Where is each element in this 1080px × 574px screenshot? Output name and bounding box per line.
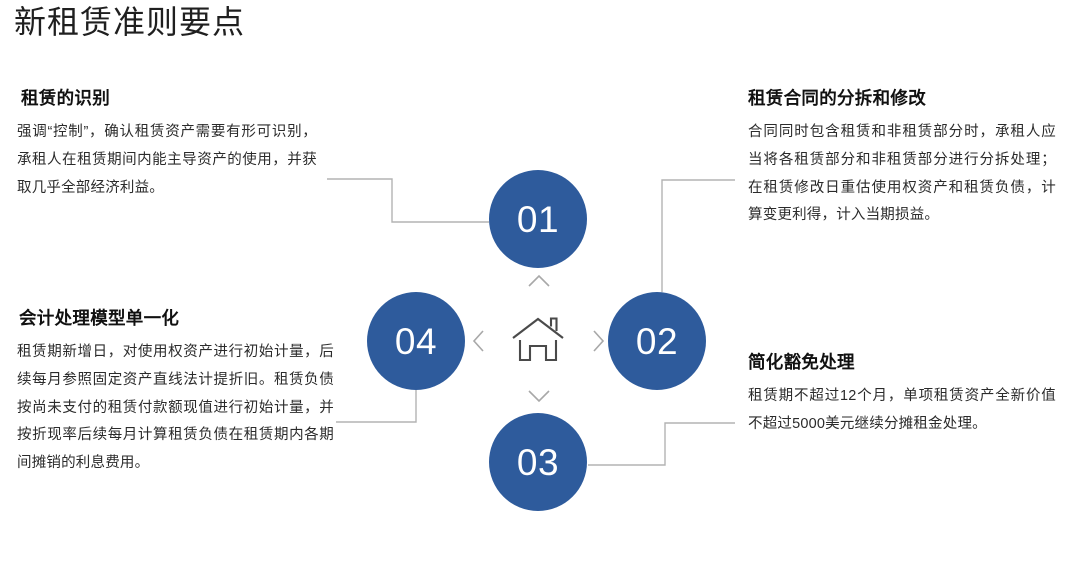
connector-04 [336,390,417,423]
node-circle-01[interactable]: 01 [489,170,587,268]
house-icon [512,317,564,362]
chevron-up-icon [528,274,550,287]
text-block-bottom-right: 简化豁免处理 租赁期不超过12个月，单项租赁资产全新价值不超过5000美元继续分… [748,352,1056,439]
text-block-bottom-left: 会计处理模型单一化 租赁期新增日，对使用权资产进行初始计量，后续每月参照固定资产… [17,308,334,478]
chevron-down-icon [528,390,550,403]
block-title-top-right: 租赁合同的分拆和修改 [748,88,926,108]
block-title-top-left: 租赁的识别 [21,88,110,108]
block-body-top-left: 强调“控制”，确认租赁资产需要有形可识别，承租人在租赁期间内能主导资产的使用，并… [17,123,317,196]
connector-01 [327,178,489,223]
connector-03 [588,422,735,466]
connector-02 [661,179,735,292]
node-number-03: 03 [516,441,560,483]
node-circle-02[interactable]: 02 [608,292,706,390]
chevron-left-icon [472,330,484,352]
node-number-04: 04 [394,320,438,362]
block-body-bottom-right: 租赁期不超过12个月，单项租赁资产全新价值不超过5000美元继续分摊租金处理。 [748,387,1056,432]
block-title-bottom-left: 会计处理模型单一化 [19,308,180,328]
text-block-top-left: 租赁的识别 强调“控制”，确认租赁资产需要有形可识别，承租人在租赁期间内能主导资… [17,88,317,202]
page-title: 新租赁准则要点 [14,4,246,40]
chevron-right-icon [593,330,605,352]
node-circle-04[interactable]: 04 [367,292,465,390]
node-circle-03[interactable]: 03 [489,413,587,511]
node-number-02: 02 [635,320,679,362]
node-number-01: 01 [516,198,560,240]
block-body-bottom-left: 租赁期新增日，对使用权资产进行初始计量，后续每月参照固定资产直线法计提折旧。租赁… [17,343,334,472]
text-block-top-right: 租赁合同的分拆和修改 合同同时包含租赁和非租赁部分时，承租人应当将各租赁部分和非… [748,88,1056,230]
block-body-top-right: 合同同时包含租赁和非租赁部分时，承租人应当将各租赁部分和非租赁部分进行分拆处理；… [748,123,1056,224]
block-title-bottom-right: 简化豁免处理 [748,352,855,372]
